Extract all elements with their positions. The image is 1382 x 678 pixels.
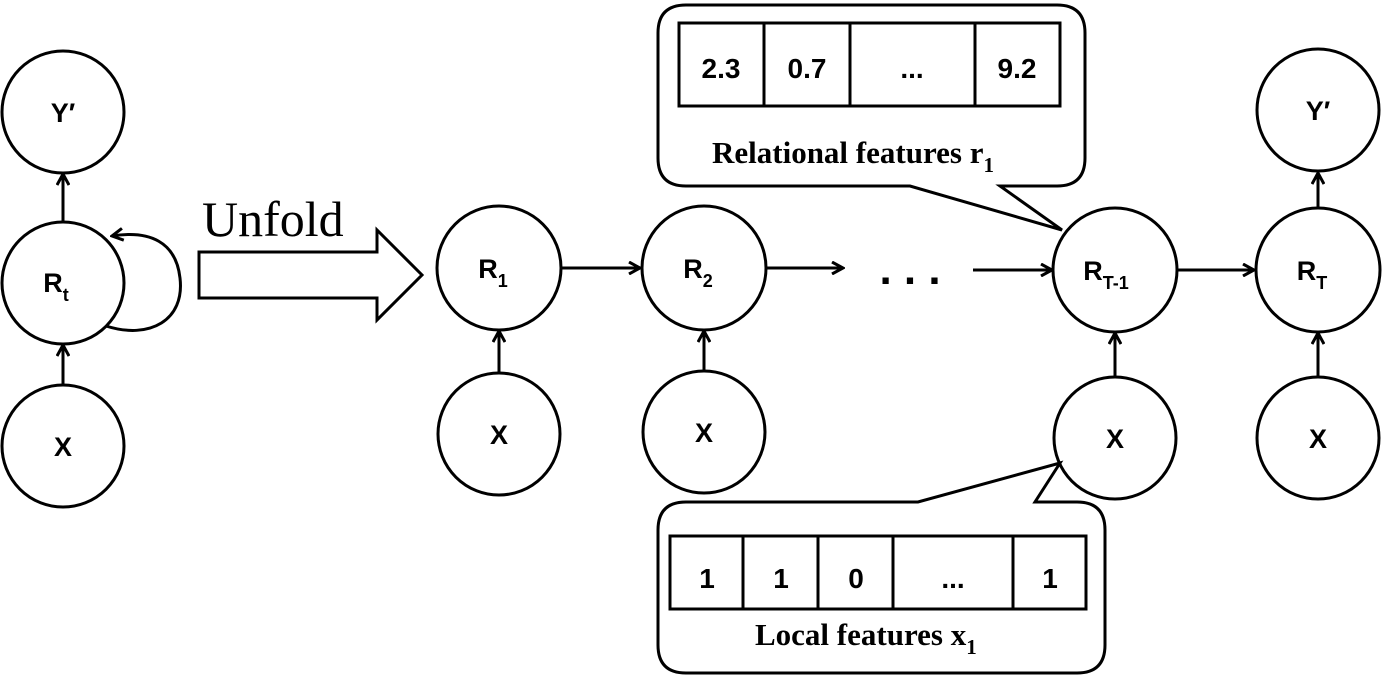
relational-caption: Relational features r1 (712, 135, 994, 177)
local-features-callout: 1 1 0 ... 1 Local features x1 (656, 460, 1107, 675)
local-cell: 1 (1042, 563, 1058, 594)
node-r-1-label: R1 (478, 254, 508, 291)
unfold-arrow (197, 226, 425, 324)
local-cell: 1 (773, 563, 789, 594)
node-r-T (1254, 206, 1382, 334)
relational-cell: ... (900, 53, 923, 84)
node-y-prime-left-label: Y′ (51, 98, 75, 128)
node-r-t-minus-1-label: RT-1 (1083, 256, 1129, 293)
local-cell-box (668, 534, 1088, 611)
node-x-2-label: X (695, 418, 713, 448)
self-loop-arrow (105, 235, 182, 332)
unfold-label: Unfold (202, 191, 344, 247)
left-model: Y′ Rt X (0, 49, 182, 509)
local-cell: 0 (848, 563, 864, 594)
local-caption: Local features x1 (755, 617, 977, 659)
relational-cell-box (677, 21, 1062, 108)
node-x-1-label: X (490, 420, 508, 450)
relational-cell: 0.7 (788, 53, 827, 84)
relational-cell: 2.3 (702, 53, 741, 84)
local-cell: ... (941, 563, 964, 594)
node-r-2 (640, 204, 768, 332)
relational-features-callout: 2.3 0.7 ... 9.2 Relational features r1 (656, 3, 1087, 232)
node-x-T-label: X (1309, 424, 1327, 454)
node-x-t-minus-1-label: X (1106, 424, 1124, 454)
node-r-1 (435, 204, 563, 332)
relational-cell: 9.2 (998, 53, 1037, 84)
local-cell: 1 (699, 563, 715, 594)
ellipsis: . . . (879, 245, 940, 294)
node-r-t (0, 220, 126, 346)
node-r-2-label: R2 (683, 254, 713, 291)
node-r-T-label: RT (1297, 256, 1328, 293)
node-r-t-minus-1 (1051, 206, 1179, 334)
node-y-prime-right-label: Y′ (1306, 96, 1330, 126)
node-r-t-label: Rt (43, 268, 69, 305)
node-x-left-label: X (54, 432, 72, 462)
